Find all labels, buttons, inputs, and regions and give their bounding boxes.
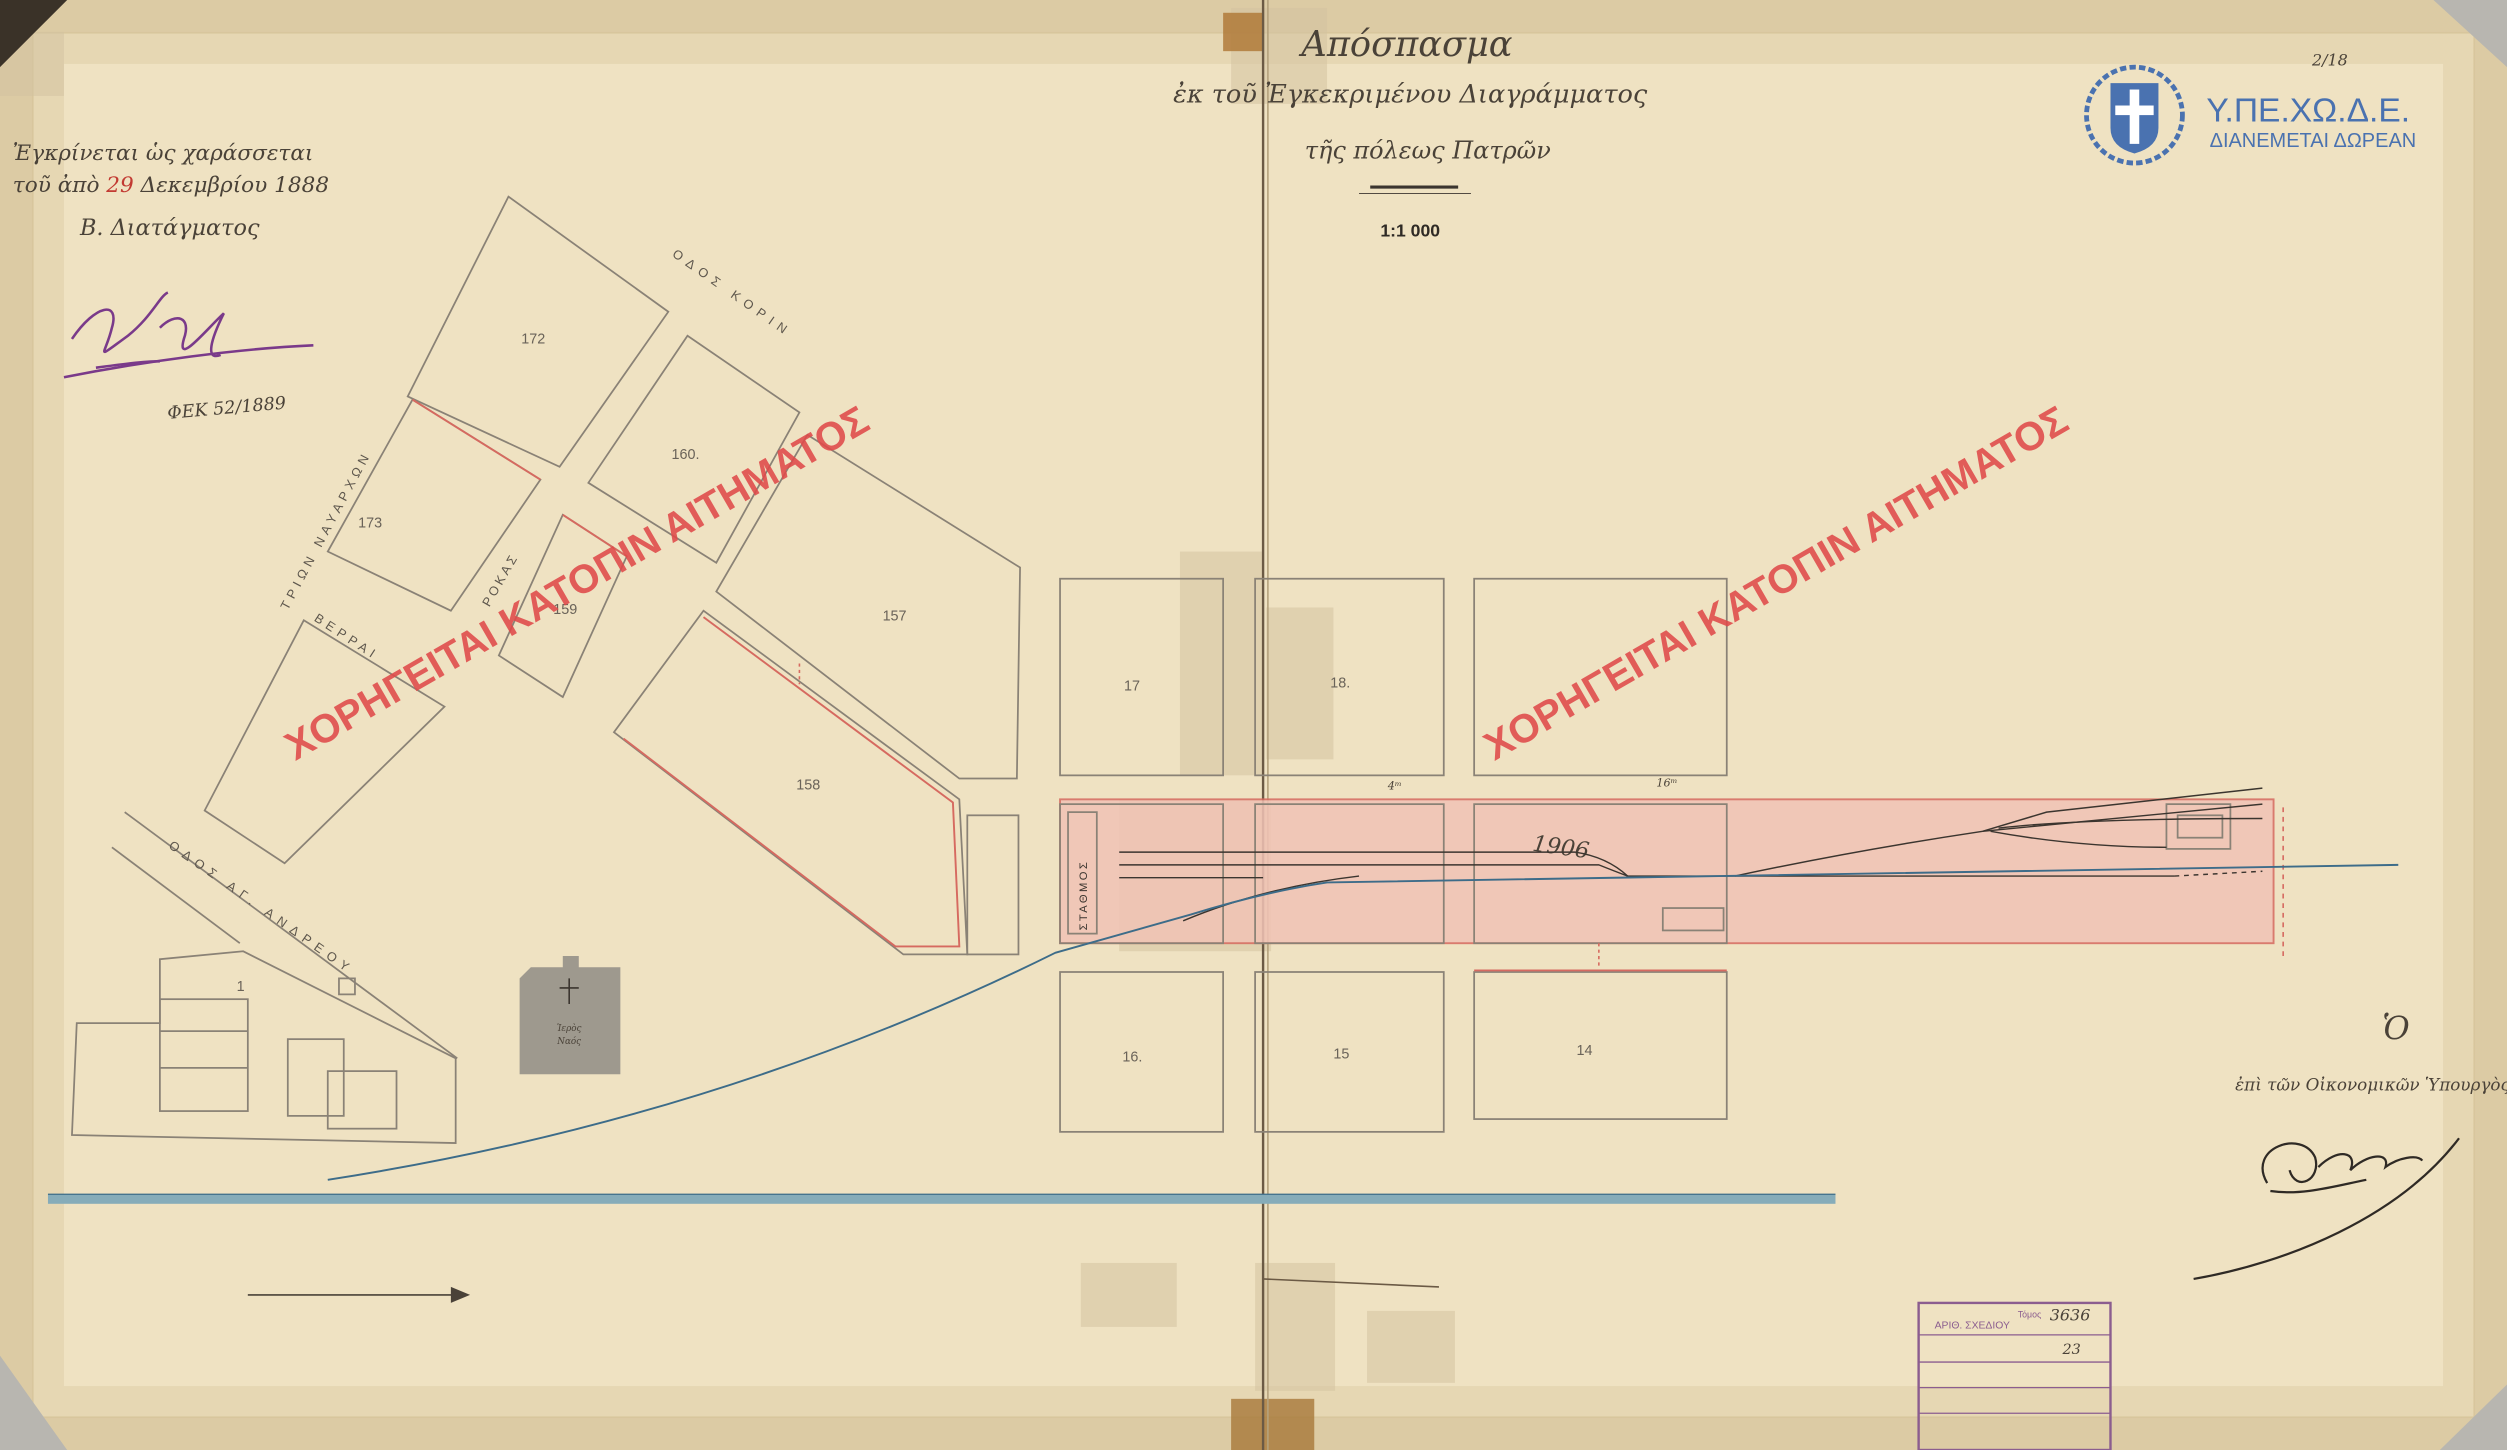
block-small — [966, 814, 1020, 956]
block-15 — [1254, 971, 1445, 1133]
block-east — [1473, 577, 1728, 777]
block-label: 14 — [1576, 1043, 1592, 1059]
block-label: 16. — [1122, 1050, 1142, 1066]
tape-patch — [1367, 1310, 1455, 1383]
greek-coat-of-arms-icon — [2084, 64, 2185, 166]
building-line — [411, 398, 541, 481]
stamp-number: 23 — [2062, 1342, 2081, 1358]
cross-horizontal — [2115, 105, 2154, 116]
approval-date-prefix: τοῦ ἀπὸ — [13, 173, 107, 198]
tape-patch — [1266, 607, 1334, 760]
archive-stamp: ΑΡΙΘ. ΣΧΕΔΙΟΥ Τόμος 3636 23 — [1917, 1301, 2112, 1450]
street-edge — [111, 846, 241, 944]
document-city: τῆς πόλεως Πατρῶν — [1305, 136, 1551, 164]
tape-brown-top — [1223, 12, 1264, 52]
church-label: Ἱερὸς — [557, 1023, 582, 1034]
document-subtitle: ἐκ τοῦ Ἐγκεκριμένου Διαγράμματος — [1173, 79, 1648, 109]
block-160 — [587, 334, 801, 564]
corner-mount-top-left — [0, 0, 68, 68]
block-label: 158 — [796, 778, 820, 794]
church-building — [519, 956, 621, 1075]
block-label: 173 — [358, 516, 382, 532]
minister-article: Ὁ — [2382, 1009, 2409, 1047]
free-distribution-note: ΔΙΑΝΕΜΕΤΑΙ ΔΩΡΕΑΝ — [2210, 130, 2417, 152]
approval-day: 29 — [105, 173, 134, 198]
minister-title: ἐπὶ τῶν Οἰκονομικῶν Ὑπουργὸς — [2235, 1074, 2507, 1094]
station-label: ΣΤΑΘΜΟΣ — [1078, 860, 1090, 931]
block-18 — [1254, 577, 1445, 777]
station-building — [1661, 907, 1725, 932]
block-158 — [612, 609, 969, 956]
building-outline — [286, 1038, 345, 1117]
dimension-width: 16ᵐ — [1656, 777, 1677, 790]
building-line — [562, 513, 628, 558]
stamp-volume-label: Τόμος — [2018, 1309, 2041, 1319]
approval-line-3: Β. Διατάγματος — [79, 215, 260, 241]
block-14 — [1473, 971, 1728, 1120]
document-title: Απόσπασμα — [1298, 24, 1512, 65]
engine-shed-inner — [2176, 814, 2224, 839]
building-outline — [159, 998, 249, 1112]
minister-signature — [2193, 1137, 2460, 1281]
station-building — [1067, 811, 1098, 935]
ministry-logo: Υ.ΠΕ.ΧΩ.Δ.Ε. ΔΙΑΝΕΜΕΤΑΙ ΔΩΡΕΑΝ — [2084, 64, 2417, 166]
stamp-volume: 3636 — [2050, 1306, 2091, 1325]
church-cross-icon — [559, 978, 579, 1004]
sheet-number: 2/18 — [2311, 51, 2348, 70]
track — [1982, 803, 2263, 833]
church-label: Ναός — [556, 1036, 581, 1047]
north-arrow-icon — [247, 1286, 471, 1303]
railway-main-line — [327, 863, 2399, 1181]
stamp-frame — [1917, 1301, 2112, 1450]
block-label: 157 — [883, 608, 907, 624]
block-16 — [1059, 971, 1225, 1133]
tear-line — [1263, 1278, 1440, 1288]
tape-patch — [1080, 1262, 1177, 1327]
approval-line-1: Ἐγκρίνεται ὡς χαράσσεται — [13, 141, 314, 166]
block-172 — [406, 195, 670, 468]
block-17 — [1059, 577, 1225, 777]
building-line — [622, 616, 961, 948]
block-label: 17 — [1124, 679, 1140, 695]
block-outline-in-station — [1059, 803, 1225, 945]
block-outline-in-station — [1254, 803, 1445, 945]
stamp-label: ΑΡΙΘ. ΣΧΕΔΙΟΥ — [1935, 1321, 2010, 1332]
track — [1182, 875, 1360, 922]
block-1 — [71, 950, 457, 1144]
block-label: 15 — [1333, 1046, 1349, 1062]
coastline — [47, 1194, 1836, 1204]
corner-mount-bottom-left — [0, 1355, 68, 1450]
engine-shed — [2165, 803, 2232, 850]
purple-signature — [63, 291, 314, 379]
approval-line-2: τοῦ ἀπὸ 29 Δεκεμβρίου 1888 — [13, 173, 329, 198]
dimension-offset: 4ᵐ — [1387, 780, 1402, 793]
track — [1734, 787, 2263, 877]
tape-patch — [1179, 551, 1264, 776]
street-edge — [124, 811, 458, 1060]
track — [1998, 817, 2263, 829]
block-label: 1 — [237, 979, 245, 995]
track — [1119, 851, 1629, 877]
ministry-name: Υ.ΠΕ.ΧΩ.Δ.Ε. — [2206, 93, 2410, 130]
building-outline — [338, 977, 356, 996]
cross-vertical — [2129, 89, 2140, 144]
block-west — [203, 619, 446, 865]
track — [1119, 864, 1735, 877]
block-label: 18. — [1330, 675, 1350, 691]
building-outline — [326, 1070, 398, 1130]
track — [1990, 830, 2167, 849]
block-label: 159 — [553, 602, 577, 618]
block-label: 160. — [672, 447, 700, 463]
map-scale: 1:1 000 — [1380, 221, 1440, 241]
block-outline-in-station — [1473, 803, 1728, 945]
tape-brown-bottom — [1231, 1398, 1315, 1450]
block-157 — [715, 433, 1021, 780]
approval-date-suffix: Δεκεμβρίου 1888 — [134, 173, 329, 198]
block-label: 172 — [521, 332, 545, 348]
corner-mount-top-right — [2433, 0, 2507, 68]
